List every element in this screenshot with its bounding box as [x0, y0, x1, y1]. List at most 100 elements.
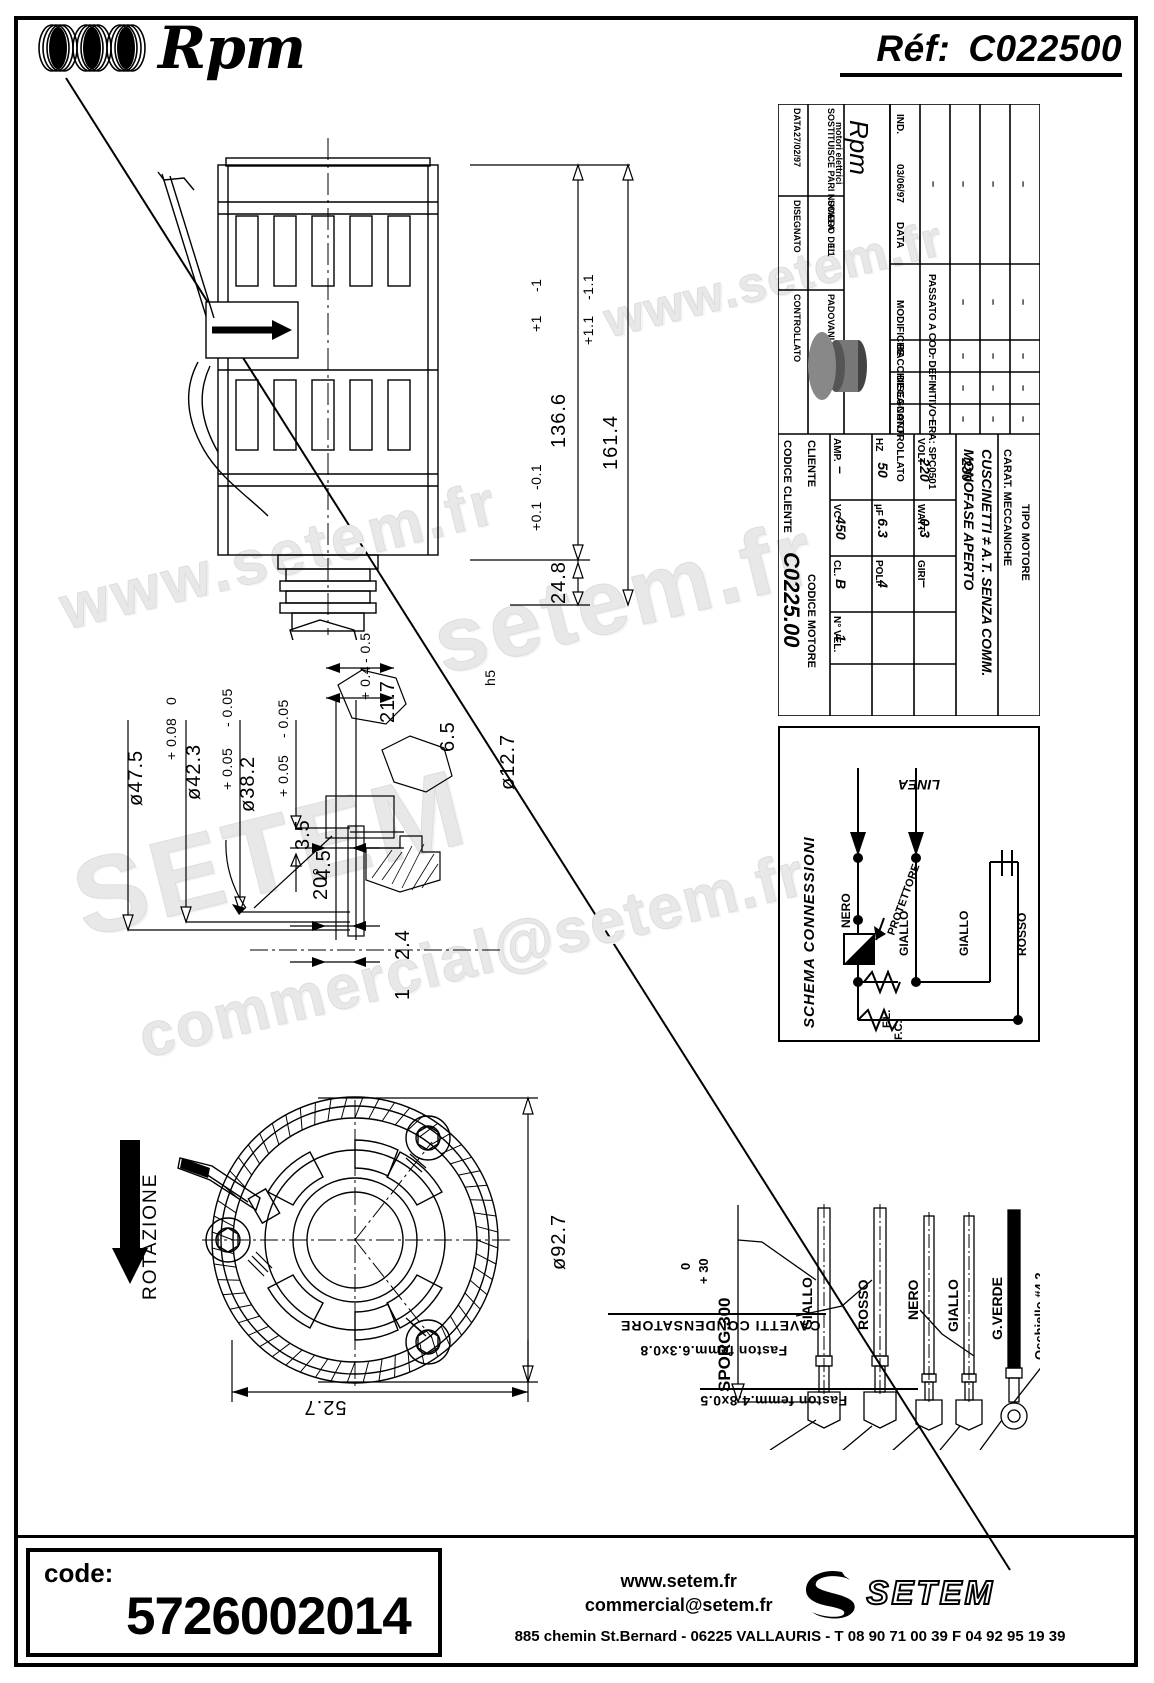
svg-text:27/02/97: 27/02/97: [792, 132, 802, 167]
dim-d42-3-tol-plus: + 0.08: [163, 717, 179, 760]
svg-text:CONTROLLATO: CONTROLLATO: [792, 294, 802, 362]
website-link[interactable]: www.setem.fr: [620, 1570, 737, 1591]
email-link[interactable]: commercial@setem.fr: [584, 1595, 773, 1615]
svg-text:CL.: CL.: [831, 560, 842, 576]
rotation-arrow-icon: [112, 1140, 148, 1284]
svg-text:SCALA: SCALA: [826, 200, 836, 231]
reference-block: Réf: C022500: [840, 28, 1122, 77]
svg-text:AMP.: AMP.: [831, 438, 842, 462]
coil-icon: [36, 22, 154, 74]
svg-text:GIALLO: GIALLO: [897, 911, 911, 956]
side-view-dimensions: [470, 163, 634, 607]
setem-logo: SETEM: [798, 1566, 995, 1620]
svg-text:0: 0: [678, 1263, 693, 1270]
svg-text:GIRI: GIRI: [915, 560, 926, 581]
svg-text:WATT: WATT: [915, 504, 926, 532]
svg-text:NERO: NERO: [839, 893, 853, 928]
svg-text:µF: µF: [873, 504, 884, 516]
dim-d38-2: ø38.2: [237, 755, 259, 812]
dim-136-6-tol-plus: +1: [528, 315, 544, 332]
faston-63-label: Faston femm.6.3x0.8: [640, 1343, 788, 1359]
dim-d12-7: ø12.7: [497, 733, 519, 790]
svg-text:SOSTITUISCE PARI NUMERO DEL: SOSTITUISCE PARI NUMERO DEL: [826, 108, 836, 255]
dim-21-7-tol-minus: - 0.5: [357, 632, 373, 663]
dim-d92-7: ø92.7: [548, 1213, 570, 1270]
faston-48-label: Faston femm.4.8x0.5: [700, 1393, 848, 1409]
cavetti-condensatore-label: CAVETTI CONDENSATORE: [620, 1318, 821, 1334]
svg-text:LINEA: LINEA: [898, 777, 940, 793]
dim-d42-3: ø42.3: [183, 743, 205, 800]
svg-text:DISEGNATO: DISEGNATO: [894, 375, 905, 434]
motor-side-view: [157, 138, 439, 640]
dim-1: 1: [392, 987, 414, 1000]
cable-detail-view: GIALLO ROSSO NERO GIALLO G.VERDE SPORG.3…: [678, 1204, 1040, 1450]
svg-text:ROSSO: ROSSO: [855, 1279, 871, 1330]
svg-text:–: –: [957, 299, 969, 305]
dim-136-6: 136.6: [548, 392, 570, 448]
svg-text:–: –: [927, 385, 939, 391]
svg-text:–: –: [957, 385, 969, 391]
dim-161-4: 161.4: [600, 414, 622, 470]
dim-161-4-tol-plus: +1.1: [580, 315, 596, 345]
footer: code: 5726002014 www.setem.fr commercial…: [14, 1535, 1138, 1667]
dim-161-4-tol-minus: -1.1: [580, 273, 596, 300]
svg-text:–: –: [987, 299, 999, 305]
dim-52-7: 52.7: [303, 1396, 347, 1418]
dim-d38-2-tol-plus: + 0.05: [219, 747, 235, 790]
code-label: code:: [44, 1558, 114, 1588]
svg-text:DATA: DATA: [894, 222, 905, 248]
svg-text:–: –: [917, 580, 933, 588]
title-block: ––––– ––––– ––––– –––– PASSATO A COD. DE…: [777, 103, 1041, 717]
svg-text:–: –: [987, 353, 999, 359]
ref-value: C022500: [968, 28, 1122, 69]
dim-3-5-tol-minus: - 0.05: [275, 699, 291, 738]
dim-d38-2-tol-minus: - 0.05: [219, 688, 235, 727]
cavetti-underline: [608, 1313, 826, 1315]
dim-24-8-tol-minus: -0.1: [528, 463, 544, 490]
svg-text:GIALLO: GIALLO: [945, 1279, 961, 1332]
setem-wordmark: SETEM: [865, 1573, 996, 1612]
ref-underline: [840, 73, 1122, 77]
svg-text:DISEGNATO: DISEGNATO: [792, 200, 802, 253]
motor-front-view: [177, 1096, 512, 1386]
setem-swirl-icon: [806, 1570, 856, 1619]
svg-text:–: –: [826, 214, 836, 219]
svg-text:CONTROLLATO: CONTROLLATO: [894, 406, 905, 482]
svg-text:POLI: POLI: [873, 560, 884, 584]
faston-underline: [700, 1388, 918, 1390]
svg-text:G.VERDE: G.VERDE: [989, 1277, 1005, 1340]
svg-text:B: B: [833, 579, 849, 589]
svg-text:GIALLO: GIALLO: [799, 1277, 815, 1330]
svg-text:–: –: [927, 416, 939, 422]
svg-text:NERO: NERO: [905, 1279, 921, 1320]
dim-3-5: 3.5: [292, 819, 314, 850]
svg-text:–: –: [987, 416, 999, 422]
svg-text:CLIENTE: CLIENTE: [805, 440, 817, 487]
svg-text:–: –: [957, 416, 969, 422]
contact-block: www.setem.fr commercial@setem.fr SETEM 8…: [442, 1538, 1138, 1667]
svg-text:BACCHIEGA: BACCHIEGA: [894, 344, 905, 405]
svg-text:+ 30: + 30: [696, 1258, 711, 1284]
svg-text:SPORG.300: SPORG.300: [715, 1298, 734, 1393]
svg-text:C0225.00: C0225.00: [779, 552, 804, 648]
svg-text:DATA: DATA: [792, 108, 802, 132]
svg-text:PADOVANI: PADOVANI: [826, 294, 836, 340]
svg-text:–: –: [957, 353, 969, 359]
drawing-frame: [14, 16, 1138, 1667]
svg-text:50: 50: [875, 462, 891, 478]
svg-text:–: –: [1017, 385, 1029, 391]
svg-text:VC: VC: [831, 504, 842, 518]
svg-text:MONOFASE APERTO: MONOFASE APERTO: [961, 449, 977, 590]
svg-text:–: –: [987, 181, 999, 187]
svg-text:6.3: 6.3: [875, 518, 891, 538]
front-view-width-dim: [231, 1340, 529, 1402]
svg-text:F.C.: F.C.: [893, 1020, 905, 1040]
svg-text:0.3: 0.3: [917, 518, 933, 538]
ref-label: Réf:: [876, 28, 951, 69]
svg-text:GIALLO: GIALLO: [957, 911, 971, 956]
svg-text:–: –: [927, 353, 939, 359]
svg-text:CUSCINETTI ≠ A.T. SENZA COMM.: CUSCINETTI ≠ A.T. SENZA COMM.: [979, 449, 995, 676]
svg-text:03/06/97: 03/06/97: [894, 164, 905, 203]
dim-21-7: 21.7: [377, 680, 399, 723]
